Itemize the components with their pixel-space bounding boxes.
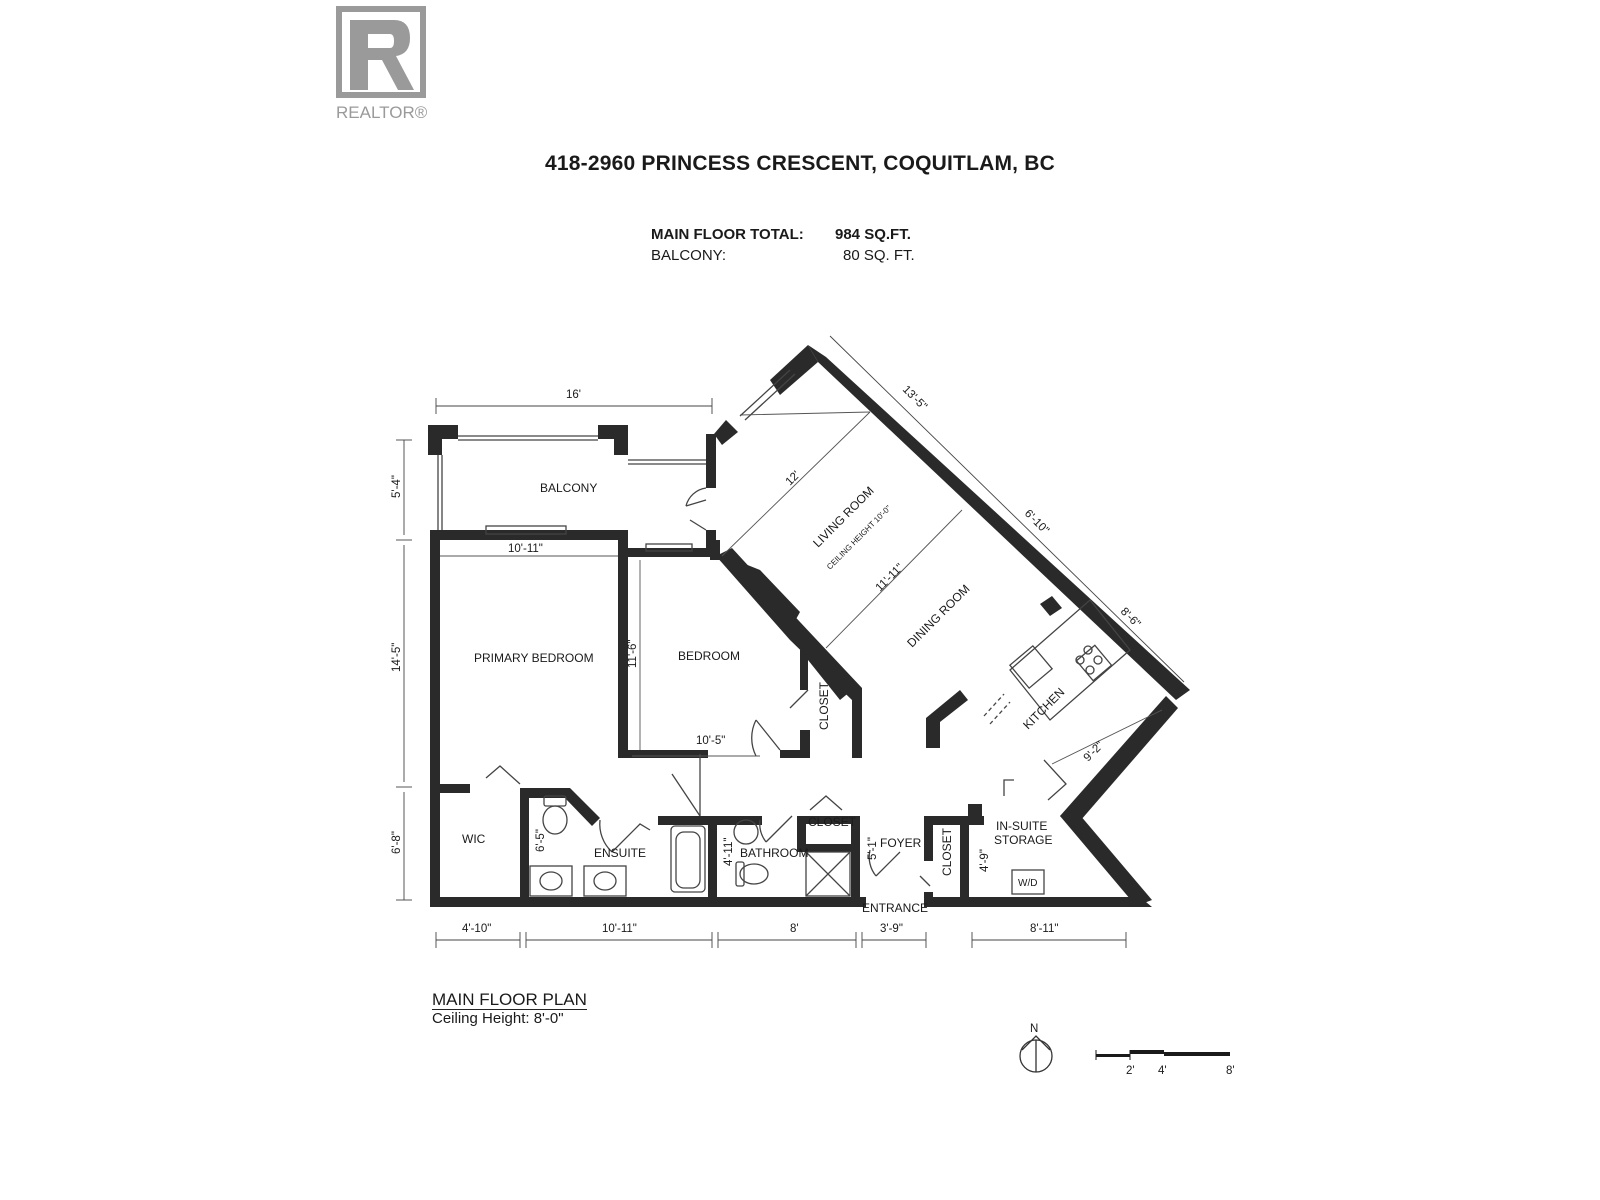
room-label-dining-room: DINING ROOM (904, 582, 972, 650)
north-label: N (1030, 1023, 1038, 1035)
scale-bar (1095, 1050, 1230, 1060)
walls (428, 345, 1190, 907)
room-label-living-room: LIVING ROOM (810, 484, 876, 550)
fixtures (437, 369, 1131, 897)
realtor-wordmark: REALTOR® (336, 103, 428, 122)
dim-storage-depth: 4'-9" (979, 849, 991, 872)
dim-bathroom-depth: 4'-11" (723, 838, 735, 866)
room-label-wic: WIC (462, 832, 486, 846)
main-floor-total-value: 984 SQ.FT. (835, 226, 911, 243)
realtor-logo: REALTOR® (336, 6, 428, 122)
dim-bedroom-width: 10'-5" (696, 735, 725, 747)
main-floor-total-label: MAIN FLOOR TOTAL: (651, 226, 804, 243)
living-ceiling-height: CEILING HEIGHT 10'-0" (825, 503, 893, 571)
dim-kitchen-9: 9'-2" (1082, 739, 1107, 764)
room-label-bedroom: BEDROOM (678, 649, 740, 663)
room-label-ensuite: ENSUITE (594, 846, 646, 860)
dim-bottom-bath: 8' (790, 923, 799, 935)
entrance-label: ENTRANCE (862, 901, 928, 915)
room-label-closet-bedroom: CLOSET (817, 681, 831, 730)
exterior-dimension-lines (396, 335, 1185, 948)
room-label-balcony: BALCONY (540, 481, 597, 495)
scale-label-2: 2' (1126, 1065, 1135, 1077)
dim-bottom-wic: 4'-10" (462, 923, 491, 935)
interior-dimension-lines (440, 411, 1163, 765)
room-label-primary-bedroom: PRIMARY BEDROOM (474, 651, 594, 665)
room-label-closet-bath: CLOSET (808, 815, 857, 829)
dim-dining-11: 11'-11" (874, 562, 907, 595)
dim-bedroom-depth: 11'-6" (627, 640, 639, 668)
scale-label-4: 4' (1158, 1065, 1167, 1077)
plan-title: MAIN FLOOR PLAN (432, 990, 587, 1010)
ceiling-height-note: Ceiling Height: 8'-0" (432, 1010, 564, 1027)
room-label-bathroom: BATHROOM (740, 846, 808, 860)
dim-wic-depth: 6'-8" (391, 831, 403, 854)
room-label-storage-1: IN-SUITE (996, 819, 1047, 833)
dim-living-12: 12' (784, 469, 803, 488)
dim-balcony-width: 16' (566, 389, 581, 401)
dim-primary-width: 10'-11" (508, 543, 543, 555)
dim-bottom-ensuite: 10'-11" (602, 923, 637, 935)
dim-kitchen-diagonal: 8'-6" (1118, 606, 1143, 631)
dim-bottom-entry: 3'-9" (880, 923, 903, 935)
room-label-closet-foyer: CLOSET (940, 827, 954, 876)
dim-primary-depth: 14'-5" (391, 643, 403, 672)
dim-balcony-depth: 5'-4" (391, 475, 403, 498)
north-arrow-icon (1019, 1035, 1053, 1073)
dim-ensuite-depth: 6'-5" (535, 829, 547, 852)
room-label-foyer: FOYER (880, 836, 922, 850)
washer-dryer-label: W/D (1018, 878, 1037, 889)
dim-dining-diagonal: 6'-10" (1022, 508, 1051, 537)
dim-foyer-depth: 5'-1" (867, 837, 879, 860)
balcony-area-label: BALCONY: (651, 247, 727, 264)
scale-label-8: 8' (1226, 1065, 1235, 1077)
balcony-area-value: 80 SQ. FT. (843, 247, 915, 264)
dim-bottom-storage: 8'-11" (1030, 923, 1058, 935)
room-label-storage-2: STORAGE (994, 833, 1052, 847)
plan-title-text: MAIN FLOOR PLAN (432, 990, 587, 1010)
property-address: 418-2960 PRINCESS CRESCENT, COQUITLAM, B… (545, 152, 1055, 175)
